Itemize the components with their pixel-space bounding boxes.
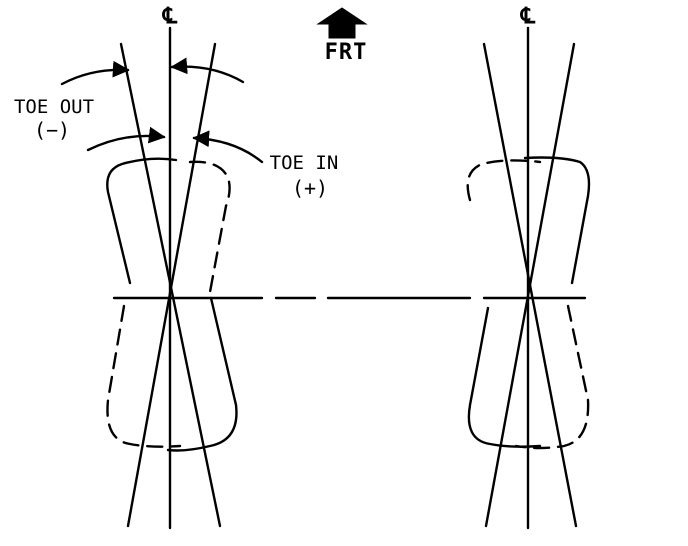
toe-out-arc-upper	[60, 60, 130, 86]
left-tire-toe-out	[106, 160, 231, 448]
front-label: FRT	[324, 40, 368, 65]
centerline-left-label: ℄	[162, 4, 178, 29]
front-arrow-icon	[316, 7, 368, 39]
toe-in-arc-lower	[192, 130, 264, 164]
toe-in-arc-upper	[170, 57, 245, 84]
left-toe-in-line	[126, 42, 217, 528]
toe-out-sign-label: (−)	[33, 118, 71, 142]
right-tire-toe-out	[466, 159, 590, 450]
toe-out-arc-lower	[86, 126, 166, 152]
centerline-right-label: ℄	[520, 4, 536, 29]
right-toe-line-b	[484, 42, 576, 528]
toe-out-label: TOE OUT	[13, 96, 95, 118]
left-tire-toe-in	[106, 157, 238, 452]
toe-in-label: TOE IN	[269, 152, 339, 174]
toe-in-sign-label: (+)	[291, 176, 329, 200]
